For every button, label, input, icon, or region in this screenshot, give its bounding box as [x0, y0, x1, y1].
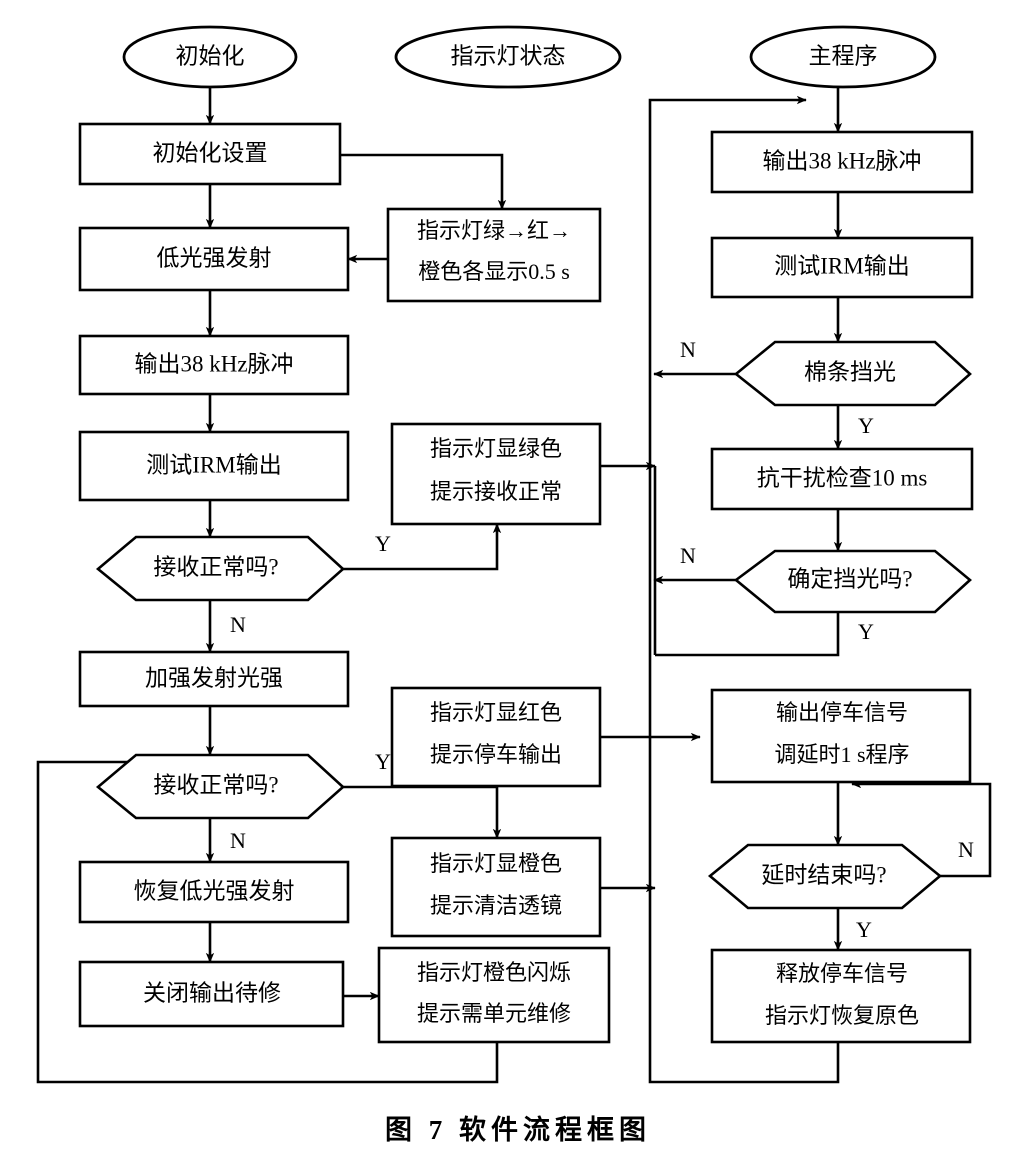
- node-indicator-red-stop[interactable]: [390, 686, 602, 788]
- column-initialize: 初始化 初始化设置 低光强发射 输出38 kHz脉冲 测试IRM输出 接收正常吗…: [78, 25, 350, 1028]
- edge-label-y-receive2: Y: [375, 749, 391, 774]
- node-start-main-program-label: 主程序: [809, 43, 878, 68]
- edge-return-top: [648, 95, 807, 374]
- node-release-stop-signal-line2: 指示灯恢复原色: [765, 1003, 919, 1028]
- node-output-stop-signal-line2: 调延时1 s程序: [774, 742, 909, 767]
- edge-label-y-receive1: Y: [375, 531, 391, 556]
- node-initialize-settings[interactable]: [78, 122, 342, 186]
- node-indicator-orange-clean-line1: 指示灯显橙色: [430, 851, 562, 876]
- node-test-irm-output-left[interactable]: [78, 430, 350, 502]
- node-start-indicator-status[interactable]: [394, 25, 622, 89]
- node-indicator-sequence[interactable]: [386, 207, 602, 303]
- node-test-irm-output-right-label: 测试IRM输出: [774, 253, 909, 278]
- edge-label-n-confirm: N: [680, 543, 696, 568]
- node-indicator-green-ok-line1: 指示灯显绿色: [430, 436, 562, 461]
- node-receive-normal-q2-label: 接收正常吗?: [153, 772, 278, 797]
- node-shutdown-await-repair[interactable]: [78, 960, 345, 1028]
- edge-labels: Y N Y N N Y N Y N Y: [230, 337, 974, 942]
- node-start-initialize-label: 初始化: [176, 43, 245, 68]
- node-output-38khz-pulse-right[interactable]: [710, 130, 974, 194]
- edge-m5-n8-feedback: [36, 757, 499, 1084]
- node-receive-normal-q1-label: 接收正常吗?: [153, 554, 278, 579]
- node-indicator-green-ok-line2: 提示接收正常: [430, 479, 562, 504]
- node-restore-low-intensity[interactable]: [78, 860, 350, 924]
- edge-label-n-cotton: N: [680, 337, 696, 362]
- node-release-stop-signal[interactable]: [710, 948, 972, 1044]
- node-delay-finished-q-label: 延时结束吗?: [761, 862, 886, 887]
- node-delay-finished-q[interactable]: [707, 843, 943, 910]
- node-cotton-blocks-light[interactable]: [733, 340, 972, 407]
- column-main-program: 主程序 输出38 kHz脉冲 测试IRM输出 棉条挡光 抗干扰检查10 ms 确…: [707, 25, 974, 1044]
- node-test-irm-output-left-label: 测试IRM输出: [146, 452, 281, 477]
- edge-label-y-cotton: Y: [858, 413, 874, 438]
- figure-caption: 图 7 软件流程框图: [385, 1115, 651, 1145]
- node-indicator-orange-blink[interactable]: [377, 946, 611, 1044]
- edge-label-y-delay: Y: [856, 917, 872, 942]
- node-initialize-settings-label: 初始化设置: [153, 140, 268, 165]
- edge-label-n-delay: N: [958, 837, 974, 862]
- node-release-stop-signal-line1: 释放停车信号: [776, 961, 908, 986]
- node-confirm-blocked-q[interactable]: [733, 549, 972, 614]
- node-test-irm-output-right[interactable]: [710, 236, 974, 299]
- edge-n2-m1: [340, 153, 507, 210]
- edge-r7-n-loop: [851, 779, 992, 878]
- node-indicator-orange-blink-line2: 提示需单元维修: [417, 1001, 571, 1026]
- node-receive-normal-q1[interactable]: [95, 535, 345, 602]
- edge-r5-y-left: [655, 612, 840, 657]
- edge-n8-m4: [343, 785, 502, 839]
- edge-n6-m2: [343, 523, 502, 571]
- node-anti-interference-check[interactable]: [710, 447, 974, 511]
- node-confirm-blocked-q-label: 确定挡光吗?: [787, 566, 912, 591]
- node-output-stop-signal[interactable]: [710, 688, 972, 784]
- edge-r8-feedback: [648, 580, 840, 1084]
- node-indicator-orange-clean-line2: 提示清洁透镜: [430, 893, 562, 918]
- node-cotton-blocks-light-label: 棉条挡光: [804, 359, 896, 384]
- node-low-intensity-emit[interactable]: [78, 226, 350, 292]
- node-output-38khz-pulse-right-label: 输出38 kHz脉冲: [762, 148, 921, 173]
- edge-label-n-receive1: N: [230, 612, 246, 637]
- node-start-main-program[interactable]: [749, 25, 937, 89]
- edge-label-y-confirm: Y: [858, 619, 874, 644]
- node-start-initialize[interactable]: [122, 25, 298, 89]
- node-output-38khz-pulse-left-label: 输出38 kHz脉冲: [134, 351, 293, 376]
- node-indicator-red-stop-line1: 指示灯显红色: [430, 700, 562, 725]
- node-low-intensity-emit-label: 低光强发射: [157, 245, 272, 270]
- flowchart-canvas: 初始化 初始化设置 低光强发射 输出38 kHz脉冲 测试IRM输出 接收正常吗…: [36, 25, 992, 1084]
- node-start-indicator-status-label: 指示灯状态: [451, 43, 566, 68]
- node-restore-low-intensity-label: 恢复低光强发射: [134, 878, 295, 903]
- edge-label-n-receive2: N: [230, 828, 246, 853]
- node-indicator-sequence-line1: 指示灯绿→红→: [417, 218, 571, 243]
- node-indicator-orange-blink-line1: 指示灯橙色闪烁: [417, 960, 571, 985]
- node-boost-emit-intensity-label: 加强发射光强: [145, 665, 283, 690]
- node-indicator-red-stop-line2: 提示停车输出: [430, 742, 562, 767]
- node-output-stop-signal-line1: 输出停车信号: [776, 700, 908, 725]
- node-indicator-orange-clean[interactable]: [390, 836, 602, 938]
- node-anti-interference-check-label: 抗干扰检查10 ms: [757, 465, 928, 490]
- node-indicator-green-ok[interactable]: [390, 422, 602, 526]
- node-receive-normal-q2[interactable]: [95, 753, 345, 820]
- column-indicator-status: 指示灯状态 指示灯绿→红→ 橙色各显示0.5 s 指示灯显绿色 提示接收正常 指…: [377, 25, 622, 1044]
- node-output-38khz-pulse-left[interactable]: [78, 334, 350, 396]
- node-indicator-sequence-line2: 橙色各显示0.5 s: [418, 259, 570, 284]
- node-shutdown-await-repair-label: 关闭输出待修: [143, 980, 281, 1005]
- node-boost-emit-intensity[interactable]: [78, 650, 350, 708]
